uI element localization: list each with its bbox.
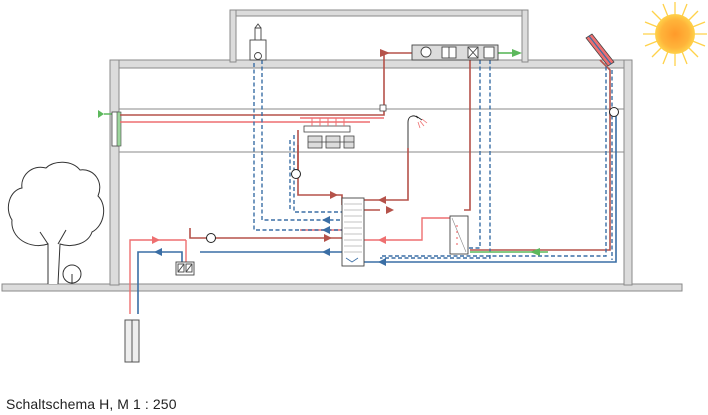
scheme-caption: Schaltschema H, M 1 : 250 bbox=[6, 396, 177, 412]
sun-icon bbox=[643, 2, 707, 66]
pump-icons bbox=[206, 107, 619, 243]
shower-icon bbox=[407, 115, 428, 148]
fresh-air-arrow bbox=[530, 248, 540, 256]
air-inlet bbox=[98, 110, 122, 147]
heat-distribution-panel bbox=[303, 118, 355, 149]
heat-pump-box bbox=[175, 261, 195, 276]
roof-outlet-icon bbox=[249, 23, 267, 61]
solar-collector-icon bbox=[585, 33, 615, 67]
ventilation-unit bbox=[411, 44, 499, 61]
storage-tank bbox=[341, 197, 365, 267]
tree-icon bbox=[7, 161, 105, 285]
flow-arrows bbox=[152, 49, 394, 266]
heat-exchanger bbox=[449, 215, 469, 255]
valve-icon bbox=[379, 104, 387, 112]
cold-return-dashed-pipes bbox=[253, 50, 613, 260]
building-walls bbox=[109, 9, 633, 286]
floor-lines bbox=[119, 108, 624, 153]
ground-probe bbox=[124, 319, 140, 363]
ground bbox=[1, 283, 683, 292]
exhaust-arrow bbox=[512, 49, 522, 57]
